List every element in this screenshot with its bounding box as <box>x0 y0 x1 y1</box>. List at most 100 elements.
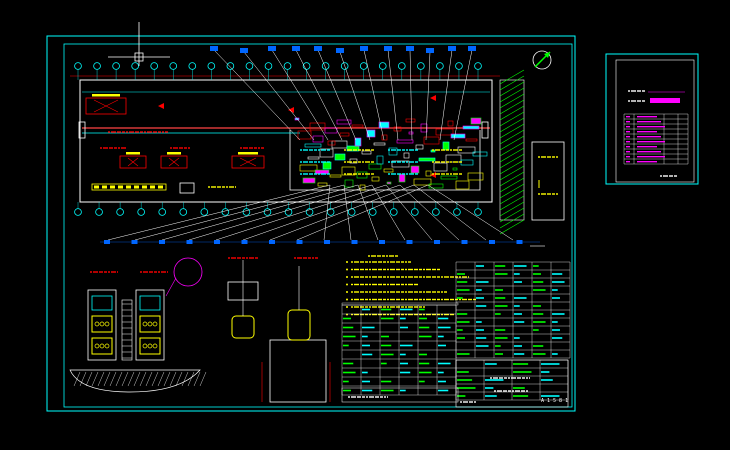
dimension-row <box>100 240 540 244</box>
leader-line <box>323 184 331 241</box>
hatch-line <box>499 183 525 199</box>
table-cell-text <box>457 387 476 389</box>
cabinet <box>179 182 195 194</box>
panel-cell <box>134 185 139 189</box>
ground-outline <box>69 369 201 393</box>
detail-callout-icon <box>173 257 203 287</box>
equipment-label-bar <box>126 152 140 155</box>
grid-bubble-bottom <box>158 208 167 216</box>
leader-line <box>161 184 359 241</box>
panel-cell <box>158 185 163 189</box>
table-cell-text <box>438 344 446 347</box>
hatch-line <box>499 159 525 175</box>
switchgear-item <box>319 148 334 158</box>
switchgear-item <box>403 152 410 159</box>
hatch-line <box>499 207 525 223</box>
switchgear-item <box>393 126 402 132</box>
winding <box>142 321 148 327</box>
hatch-line <box>499 75 525 91</box>
switchgear-item <box>346 145 360 152</box>
transformer-block <box>231 155 265 169</box>
table-cell-text <box>400 317 406 320</box>
table-cell-text <box>343 326 354 329</box>
switchgear-item <box>386 181 392 185</box>
section-details <box>69 257 331 403</box>
table-cell-text <box>457 313 468 315</box>
table-cell-text <box>343 371 356 374</box>
switchgear-item <box>460 159 474 166</box>
leader-tag <box>448 46 456 51</box>
switchgear-item <box>324 127 338 134</box>
footer-frame <box>341 387 459 403</box>
transformer-outline <box>231 315 255 339</box>
ground-hatch <box>145 371 153 387</box>
hatch-line <box>499 93 525 109</box>
grid-bubble-bottom <box>389 208 398 216</box>
cross-mark <box>93 99 119 113</box>
index-title <box>637 161 657 163</box>
hatch-line <box>499 105 525 121</box>
index-number <box>626 131 630 133</box>
index-title <box>637 136 661 138</box>
grid-bubble-bottom <box>137 208 145 216</box>
table-cell-text <box>514 265 527 267</box>
leader-line <box>427 184 514 241</box>
grid-bubble-bottom <box>95 208 103 216</box>
switchgear-item <box>344 179 354 188</box>
grid-bubble-top <box>264 62 273 70</box>
hatch-line <box>499 201 525 217</box>
switchgear-item <box>339 132 350 137</box>
door-frame <box>481 121 489 139</box>
grid-bubble-bottom <box>411 208 419 216</box>
switchgear-item <box>373 142 386 146</box>
switchgear-item <box>472 151 488 157</box>
switchgear-room <box>294 117 488 191</box>
hatch-line <box>499 213 525 229</box>
hatch-line <box>499 195 525 211</box>
table-cell-text <box>495 297 506 299</box>
equipment-label-bar <box>167 152 181 155</box>
index-sheet <box>605 53 699 185</box>
index-table <box>623 90 689 177</box>
switchgear-item <box>309 122 326 131</box>
hatch-line <box>499 135 525 151</box>
grid-bubble-top <box>112 62 120 70</box>
leader-lines <box>107 46 514 241</box>
leader-line <box>269 184 415 241</box>
table-cell-text <box>485 379 504 381</box>
direction-arrow <box>430 172 436 178</box>
leader-tag <box>314 46 322 51</box>
table-cell-text <box>362 371 368 374</box>
winding <box>147 343 153 349</box>
leader-tag <box>336 48 344 53</box>
cross-mark <box>168 157 180 167</box>
switchgear-item <box>465 138 478 142</box>
direction-arrow <box>288 107 294 113</box>
table-cell-text <box>533 289 546 291</box>
winding <box>99 321 105 327</box>
table-cell-text <box>541 371 550 373</box>
crosshair-cursor-icon[interactable] <box>108 22 170 66</box>
table-cell-text <box>400 362 408 365</box>
table-cell-text <box>533 273 541 275</box>
leader-tag <box>468 46 476 51</box>
switchgear-item <box>356 171 368 179</box>
design-notes <box>346 255 476 316</box>
building-outline <box>79 79 493 203</box>
table-cell-text <box>476 345 489 347</box>
table-cell-text <box>381 317 394 320</box>
table-cell-text <box>381 389 394 392</box>
switchgear-item <box>354 137 362 147</box>
index-sheet-border <box>605 53 699 185</box>
winding <box>94 343 100 349</box>
index-highlight <box>650 98 680 103</box>
leader-line <box>134 184 345 241</box>
cross-mark <box>239 157 257 167</box>
switchgear-item <box>334 153 346 161</box>
switchgear-item <box>322 161 332 170</box>
table-cell-text <box>457 337 465 339</box>
index-title <box>637 141 665 143</box>
ground-hatch <box>133 371 141 387</box>
table-cell-text <box>381 308 392 311</box>
